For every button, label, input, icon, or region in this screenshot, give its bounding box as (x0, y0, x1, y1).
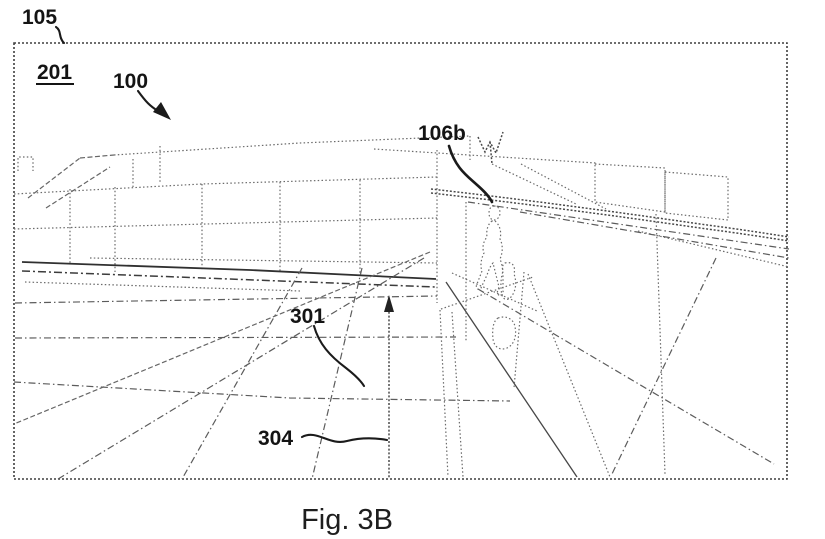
guardrail-band-upper (430, 188, 790, 238)
ground-horizontal-lines (13, 295, 511, 402)
label-100: 100 (113, 70, 148, 93)
road-edge-lines (430, 163, 790, 475)
wall-vertical-mullions (69, 136, 471, 303)
label-304: 304 (258, 427, 293, 450)
path-line-304 (384, 295, 394, 478)
up-arrowhead (384, 295, 394, 312)
label-301: 301 (290, 305, 325, 328)
roof-diagonal-lines (27, 154, 115, 209)
distant-boxes (594, 163, 729, 221)
wall-horizontal-lines (13, 135, 597, 264)
display-frame-border (13, 42, 788, 480)
curb-line-2 (519, 211, 790, 259)
pedestrian-head (488, 205, 501, 221)
label-105: 105 (22, 6, 57, 29)
ground-diagonal-fan (57, 257, 775, 480)
label-201: 201 (37, 61, 72, 84)
pedestrian-lower-shape (492, 316, 517, 350)
roadside-pole-line (655, 213, 666, 475)
leader-100-shaft (136, 89, 160, 113)
pedestrian-side-shape (500, 261, 517, 301)
figure-caption: Fig. 3B (301, 504, 393, 536)
curb-line-1 (467, 201, 790, 250)
leader-304 (300, 433, 389, 443)
chevron-marker-icon (477, 131, 504, 165)
guardrail-band-lower (430, 192, 790, 242)
leader-106b (447, 144, 494, 204)
label-106b: 106b (418, 122, 466, 145)
wall-base-dashdot-line (21, 270, 437, 288)
leader-lines (54, 25, 494, 443)
chevron-marker (477, 131, 504, 165)
curb-line-3 (637, 230, 790, 268)
wall-base-dotted-line (24, 281, 301, 292)
ground-diagonal-upper-left (13, 251, 431, 425)
pedestrian-body (475, 220, 504, 297)
ground-diagonal-solid (445, 281, 578, 478)
leader-105 (54, 25, 66, 45)
leader-100-arrowhead (153, 102, 171, 120)
distant-box-1 (594, 163, 666, 213)
leader-301 (312, 324, 366, 388)
ground-diagonal-dotted (439, 202, 611, 478)
marker-ground-diagonals (491, 163, 607, 210)
ground-plane-grid (13, 202, 775, 480)
distant-box-2 (664, 171, 729, 221)
pedestrian-outline (475, 205, 517, 350)
left-small-box (17, 156, 34, 171)
wall-base-solid-line (21, 261, 437, 280)
left-wall-wireframe (13, 135, 597, 303)
